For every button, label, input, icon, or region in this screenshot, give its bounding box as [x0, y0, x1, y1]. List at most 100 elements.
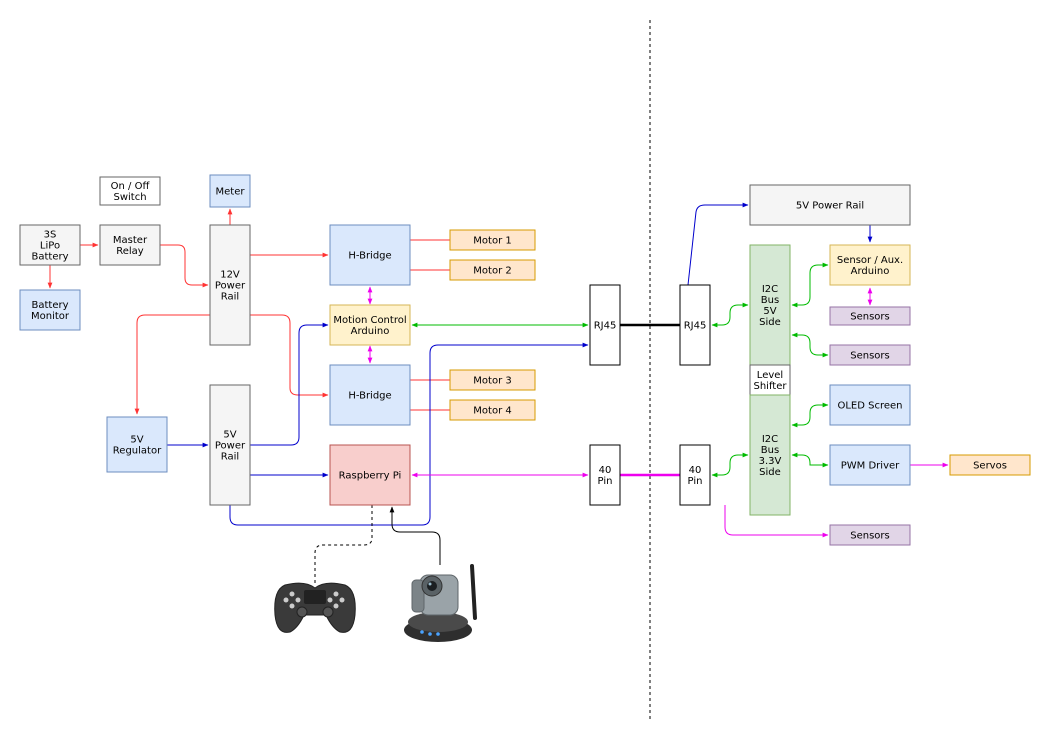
pin40-left-label-2: Pin — [598, 476, 613, 487]
pwm-driver-node[interactable]: PWM Driver — [829, 444, 911, 486]
wire-5v-arduino — [250, 322, 329, 446]
wire-12v-regulator — [134, 314, 210, 415]
on-off-switch-label-1: On / Off — [111, 181, 151, 192]
pin40-right-label-2: Pin — [688, 476, 703, 487]
rj45-left-label-1: RJ45 — [594, 321, 617, 332]
wire-i2c5v-sensor-aux — [791, 262, 829, 308]
wire-rj45-i2c5v — [711, 302, 749, 328]
sensors-3-label-1: Sensors — [850, 531, 890, 542]
gamepad-icon — [274, 582, 356, 633]
wire-i2c33v-oled — [791, 402, 829, 428]
motor-2-label-1: Motor 2 — [473, 266, 511, 277]
motor-4-label-1: Motor 4 — [473, 406, 511, 417]
wire-pin40-sensors3 — [724, 505, 829, 538]
i2c-33v-label-3: 3.3V — [759, 456, 782, 467]
on-off-switch-label-2: Switch — [113, 192, 146, 203]
wire-i2c33v-pwm — [791, 452, 829, 468]
meter-label-1: Meter — [216, 187, 246, 198]
rail-5v-right-node[interactable]: 5V Power Rail — [749, 184, 911, 226]
battery-monitor-label-1: Battery — [31, 300, 68, 311]
regulator-5v-label-2: Regulator — [113, 446, 162, 457]
motion-control-label-2: Arduino — [351, 326, 390, 337]
rj45-left-node[interactable]: RJ45 — [589, 284, 621, 366]
battery-label-2: LiPo — [40, 241, 60, 252]
wire-12v-hbridge-bottom — [250, 314, 329, 398]
i2c-5v-label-1: I2C — [762, 284, 778, 295]
sensors-1-label-1: Sensors — [850, 312, 890, 323]
pin40-right-label-1: 40 — [689, 465, 702, 476]
motor-1-label-1: Motor 1 — [473, 236, 511, 247]
level-shifter-label-2: Shifter — [754, 381, 788, 392]
regulator-5v-label-1: 5V — [130, 435, 143, 446]
rail-5v-label-2: Power — [215, 441, 246, 452]
level-shifter-label-1: Level — [757, 370, 783, 381]
motor-3-label-1: Motor 3 — [473, 376, 511, 387]
battery-label-1: 3S — [44, 230, 57, 241]
raspberry-pi-node[interactable]: Raspberry Pi — [329, 444, 411, 506]
wire-camera-pi — [389, 506, 441, 565]
sensors-1-node[interactable]: Sensors — [829, 306, 911, 326]
hbridge-bottom-node[interactable]: H-Bridge — [329, 364, 411, 426]
motor-4-node[interactable]: Motor 4 — [449, 399, 536, 421]
motion-control-label-1: Motion Control — [333, 315, 406, 326]
rj45-right-label-1: RJ45 — [684, 321, 707, 332]
sensors-2-label-1: Sensors — [850, 351, 890, 362]
rail-5v-label-3: Rail — [221, 452, 239, 463]
rail-5v-right-label-1: 5V Power Rail — [796, 201, 864, 212]
master-relay-label-2: Relay — [116, 246, 144, 257]
master-relay-label-1: Master — [113, 235, 148, 246]
rail-5v-label-1: 5V — [223, 430, 236, 441]
motor-2-node[interactable]: Motor 2 — [449, 259, 536, 281]
sensors-3-node[interactable]: Sensors — [829, 524, 911, 546]
hbridge-top-label-1: H-Bridge — [348, 251, 391, 262]
oled-screen-node[interactable]: OLED Screen — [829, 384, 911, 426]
wire-rj45-5vrail — [687, 202, 749, 286]
i2c-33v-label-2: Bus — [761, 445, 779, 456]
wire-i2c5v-sensors2 — [791, 332, 829, 358]
meter-node[interactable]: Meter — [209, 174, 251, 208]
i2c-5v-label-2: Bus — [761, 295, 779, 306]
rj45-right-node[interactable]: RJ45 — [679, 284, 711, 366]
i2c-33v-label-4: Side — [759, 467, 781, 478]
wire-pin40-i2c33v — [711, 452, 749, 478]
wires — [47, 202, 949, 585]
wire-relay-12v — [160, 244, 209, 288]
sensor-aux-label-1: Sensor / Aux. — [837, 255, 903, 266]
webcam-icon — [404, 564, 477, 642]
wire-5v-rj45 — [229, 342, 589, 526]
battery-monitor-label-2: Monitor — [31, 311, 70, 322]
raspberry-pi-label-1: Raspberry Pi — [339, 471, 402, 482]
pwm-driver-label-1: PWM Driver — [841, 461, 900, 472]
i2c-5v-label-3: 5V — [763, 306, 776, 317]
hbridge-top-node[interactable]: H-Bridge — [329, 224, 411, 286]
sensors-2-node[interactable]: Sensors — [829, 344, 911, 366]
battery-label-3: Battery — [31, 252, 68, 263]
sensor-aux-label-2: Arduino — [851, 266, 890, 277]
i2c-5v-label-4: Side — [759, 317, 781, 328]
motor-3-node[interactable]: Motor 3 — [449, 369, 536, 391]
sensor-aux-arduino-node[interactable]: Sensor / Aux.Arduino — [829, 244, 911, 286]
rail-12v-label-3: Rail — [221, 292, 239, 303]
wire-pi-gamepad — [314, 505, 373, 585]
servos-label-1: Servos — [973, 461, 1007, 472]
pin40-left-label-1: 40 — [599, 465, 612, 476]
servos-node[interactable]: Servos — [949, 454, 1031, 476]
rail-12v-label-2: Power — [215, 281, 246, 292]
oled-screen-label-1: OLED Screen — [837, 401, 902, 412]
motor-1-node[interactable]: Motor 1 — [449, 229, 536, 251]
i2c-33v-label-1: I2C — [762, 434, 778, 445]
